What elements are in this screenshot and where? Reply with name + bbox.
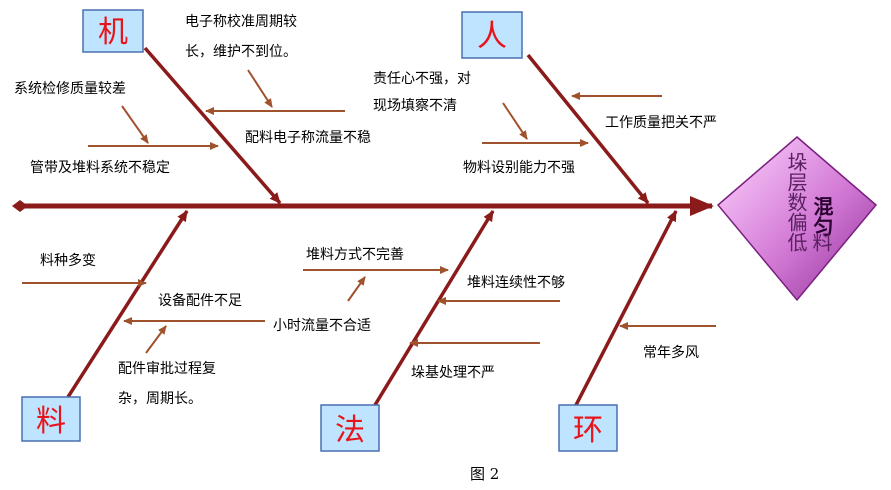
spine-tail <box>12 200 28 212</box>
arrow-calibration <box>247 69 273 108</box>
effect-text-col1: 混匀 <box>810 196 834 236</box>
category-man: 人 <box>461 11 523 59</box>
category-material: 料 <box>21 396 81 442</box>
effect-text-col3: 垛层数偏低 <box>784 152 808 252</box>
cause-hourly-flow: 小时流量不合适 <box>273 318 371 334</box>
category-material-label: 料 <box>36 404 66 439</box>
effect-box: 混匀 料 垛层数偏低 <box>716 136 878 302</box>
cause-stacking-continuity: 堆料连续性不够 <box>467 274 565 291</box>
cause-calibration-line1: 电子称校准周期较 <box>185 13 297 30</box>
bone-method <box>373 210 495 406</box>
cause-windy: 常年多风 <box>643 344 699 361</box>
cause-calibration-line2: 长，维护不到位。 <box>185 44 297 60</box>
effect-text-col2: 料 <box>809 232 833 252</box>
bone-environment <box>573 210 678 408</box>
category-method: 法 <box>320 404 380 452</box>
bone-man <box>526 53 650 205</box>
arrow-approval <box>145 325 167 354</box>
cause-maintenance-quality: 系统检修质量较差 <box>14 81 126 97</box>
figure-caption: 图 2 <box>470 465 499 483</box>
arrow-responsibility <box>502 102 528 140</box>
cause-work-quality: 工作质量把关不严 <box>605 115 717 131</box>
arrow-hourly-flow <box>347 276 366 302</box>
category-method-label: 法 <box>335 413 365 448</box>
category-machine: 机 <box>82 9 144 53</box>
cause-responsibility-line2: 现场填察不清 <box>373 97 457 114</box>
category-man-label: 人 <box>477 19 507 54</box>
cause-base-treatment: 垛基处理不严 <box>411 364 495 381</box>
cause-parts-shortage: 设备配件不足 <box>158 292 242 309</box>
cause-stacking-method: 堆料方式不完善 <box>306 247 404 263</box>
bone-material <box>66 210 189 398</box>
cause-material-setting: 物料设别能力不强 <box>463 160 575 176</box>
bone-machine <box>143 46 282 205</box>
category-environment-label: 环 <box>573 413 603 448</box>
cause-material-variety: 料种多变 <box>40 252 96 269</box>
cause-scale-flow: 配料电子称流量不稳 <box>245 130 371 146</box>
cause-approval-line2: 杂，周期长。 <box>118 391 202 407</box>
cause-responsibility-line1: 责任心不强，对 <box>373 71 471 87</box>
cause-pipe-stack: 管带及堆料系统不稳定 <box>30 160 170 176</box>
category-machine-label: 机 <box>98 15 128 50</box>
category-environment: 环 <box>558 404 618 452</box>
cause-approval-line1: 配件审批过程复 <box>118 360 216 377</box>
arrow-maintenance <box>121 105 149 144</box>
